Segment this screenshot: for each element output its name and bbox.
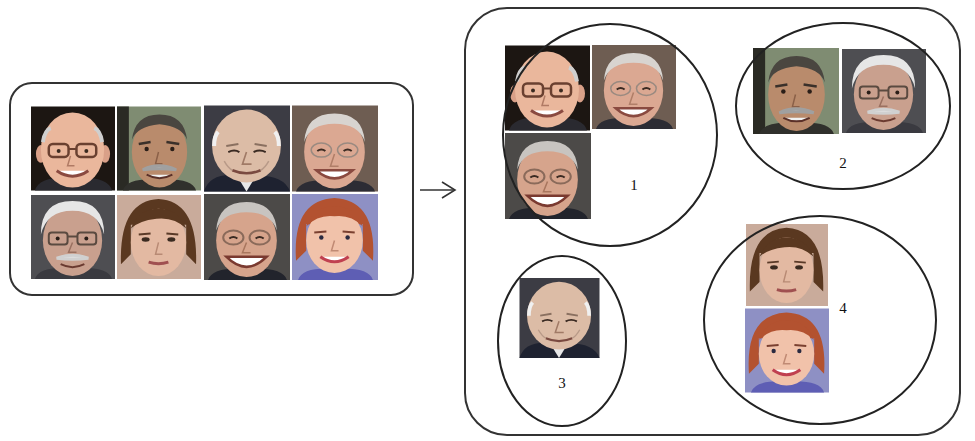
face-photo <box>117 107 201 191</box>
face-photo <box>292 106 378 192</box>
ellipse-outline <box>497 255 627 427</box>
cluster-ellipse: 2 <box>735 22 951 190</box>
face-photo <box>592 45 676 129</box>
face-photo <box>746 224 828 306</box>
ellipse-outline <box>703 215 937 425</box>
cluster-ellipse: 3 <box>497 255 627 427</box>
face-photo <box>505 46 590 131</box>
face-photo <box>505 133 591 219</box>
ellipse-shape <box>498 256 626 426</box>
cluster-number: 3 <box>558 376 566 391</box>
ellipse-shape <box>704 216 936 424</box>
ellipse-outline <box>502 23 718 247</box>
face-photo <box>117 195 201 279</box>
cluster-ellipse: 1 <box>502 23 718 247</box>
face-photo <box>31 107 115 191</box>
cluster-number: 2 <box>839 156 847 171</box>
face-photo <box>753 48 839 134</box>
face-photo <box>842 49 926 133</box>
input-panel <box>10 83 413 295</box>
ellipse-shape <box>736 23 950 189</box>
face-photo <box>292 194 378 280</box>
face-photo <box>204 194 290 280</box>
cluster-ellipse: 4 <box>703 215 937 425</box>
face-photo <box>745 309 829 393</box>
cluster-number: 1 <box>630 178 638 193</box>
face-photo <box>520 278 600 358</box>
cluster-number: 4 <box>839 301 847 316</box>
output-panel <box>465 8 960 435</box>
ellipse-shape <box>503 24 717 246</box>
face-photo <box>31 195 115 279</box>
flow-arrow <box>420 182 455 198</box>
face-photo <box>204 106 290 192</box>
